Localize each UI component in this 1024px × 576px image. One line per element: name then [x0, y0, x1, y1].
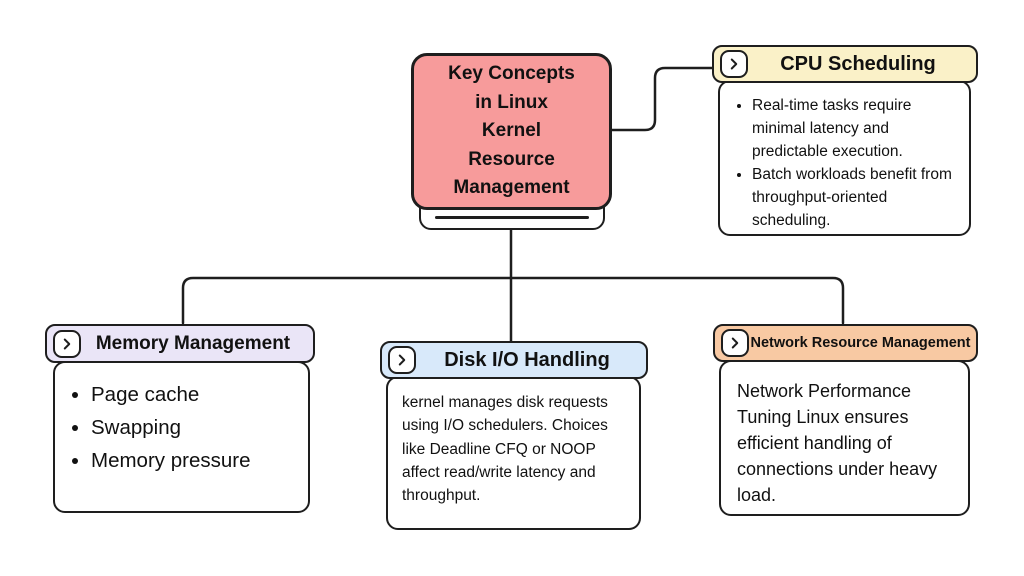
chevron-right-icon[interactable] [721, 329, 749, 357]
node-title: CPU Scheduling [780, 52, 936, 75]
node-title: Disk I/O Handling [444, 348, 610, 371]
node-body-cpu-scheduling: Real-time tasks require minimal latency … [718, 80, 971, 236]
root-node-title: Key Concepts in Linux Kernel Resource Ma… [448, 63, 575, 199]
network-text: Network Performance Tuning Linux ensures… [737, 381, 938, 506]
node-body-disk-io-handling: kernel manages disk requests using I/O s… [386, 376, 641, 530]
node-body-network-resource-management: Network Performance Tuning Linux ensures… [719, 360, 970, 516]
disk-io-text: kernel manages disk requests using I/O s… [402, 394, 608, 504]
chevron-right-icon[interactable] [720, 50, 748, 78]
bullet-item: Swapping [91, 411, 308, 444]
cpu-bullet-list: Real-time tasks require minimal latency … [720, 95, 963, 233]
chevron-right-icon[interactable] [388, 346, 416, 374]
connector-root-to-cpu [610, 66, 715, 132]
node-header-network-resource-management[interactable]: Network Resource Management [713, 324, 978, 362]
node-body-memory-management: Page cacheSwappingMemory pressure [53, 361, 310, 513]
bullet-item: Batch workloads benefit from throughput-… [752, 164, 963, 233]
bullet-item: Memory pressure [91, 444, 308, 477]
node-header-cpu-scheduling[interactable]: CPU Scheduling [712, 45, 978, 83]
root-node[interactable]: Key Concepts in Linux Kernel Resource Ma… [411, 53, 612, 210]
connector-branch-memory-network [181, 276, 845, 325]
node-title: Network Resource Management [750, 335, 971, 351]
root-tab-line [435, 216, 589, 219]
bullet-item: Real-time tasks require minimal latency … [752, 95, 963, 164]
chevron-right-icon[interactable] [53, 329, 81, 358]
node-header-disk-io-handling[interactable]: Disk I/O Handling [380, 341, 648, 379]
node-title: Memory Management [95, 332, 291, 354]
memory-bullet-list: Page cacheSwappingMemory pressure [55, 378, 308, 478]
bullet-item: Page cache [91, 378, 308, 411]
node-header-memory-management[interactable]: Memory Management [45, 324, 315, 363]
